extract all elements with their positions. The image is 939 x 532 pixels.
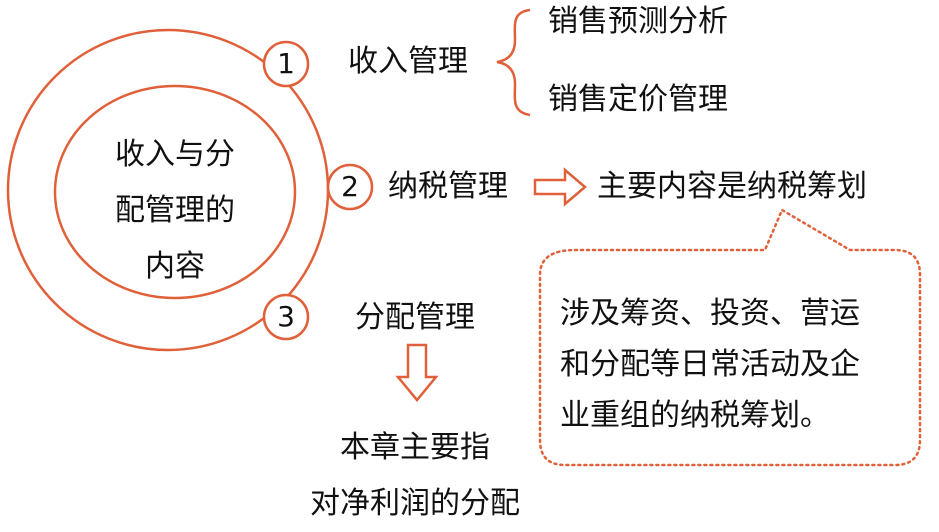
distribution-note: 本章主要指 对净利润的分配 bbox=[295, 420, 535, 532]
diagram-shapes bbox=[6, 8, 922, 467]
inner-circle bbox=[53, 84, 297, 300]
badge-2-circle bbox=[326, 163, 374, 211]
down-arrow-icon bbox=[395, 343, 439, 402]
badge-2-number: 2 bbox=[341, 170, 359, 203]
income-subitem: 销售预测分析 bbox=[548, 4, 728, 39]
item-income-label: 收入管理 bbox=[348, 44, 468, 79]
item-distribution-label: 分配管理 bbox=[355, 300, 475, 335]
tax-callout-text: 涉及筹资、投资、营运 和分配等日常活动及企 业重组的纳税筹划。 bbox=[560, 288, 905, 441]
badge-1-circle bbox=[262, 40, 310, 88]
badge-3-circle bbox=[262, 293, 310, 341]
center-title-line: 配管理的 bbox=[115, 193, 235, 228]
income-subitem: 销售定价管理 bbox=[548, 82, 728, 117]
center-title-line: 内容 bbox=[145, 249, 205, 284]
distribution-note-line: 本章主要指 bbox=[340, 430, 490, 465]
right-arrow-icon bbox=[533, 167, 587, 207]
center-title: 收入与分 配管理的 内容 bbox=[100, 127, 250, 295]
distribution-note-line: 对净利润的分配 bbox=[310, 486, 520, 521]
tax-callout-line: 涉及筹资、投资、营运 bbox=[560, 296, 860, 331]
center-title-line: 收入与分 bbox=[115, 137, 235, 172]
badge-3-number: 3 bbox=[277, 300, 295, 333]
callout-bubble bbox=[538, 208, 922, 467]
tax-arrow-target: 主要内容是纳税筹划 bbox=[597, 169, 867, 204]
tax-callout-line: 业重组的纳税筹划。 bbox=[560, 398, 830, 433]
badge-1-number: 1 bbox=[277, 47, 295, 80]
curly-brace-icon bbox=[496, 8, 531, 117]
tax-callout-line: 和分配等日常活动及企 bbox=[560, 347, 860, 382]
item-tax-label: 纳税管理 bbox=[388, 169, 508, 204]
